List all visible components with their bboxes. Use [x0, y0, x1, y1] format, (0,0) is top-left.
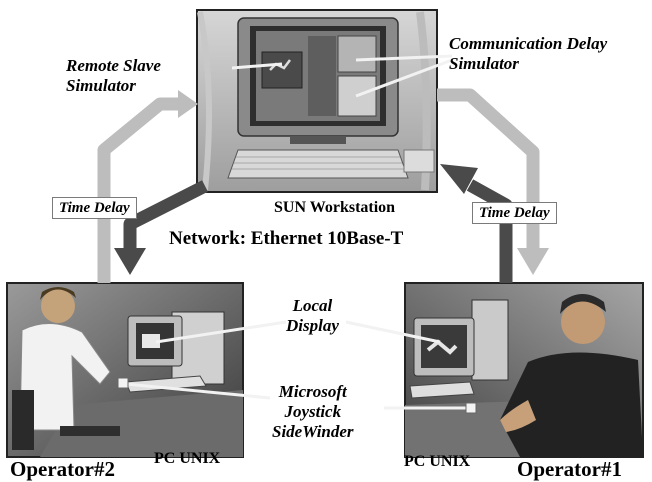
leader-comm-delay-1	[355, 54, 453, 62]
leader-lines	[125, 54, 470, 410]
right-downlink-arrowhead	[517, 248, 549, 275]
leader-local-display-right	[345, 320, 441, 344]
communication-delay-simulator-label: Communication Delay Simulator	[449, 34, 608, 73]
time-delay-right-box: Time Delay	[472, 202, 557, 224]
sun-workstation-photo	[196, 9, 438, 193]
left-downlink-arrowhead	[114, 248, 146, 275]
joystick-marker-right	[465, 402, 477, 414]
leader-joystick-left	[125, 382, 271, 400]
leader-local-display-left	[155, 320, 287, 344]
joystick-marker-left	[117, 377, 129, 389]
pc-unix-right-label: PC UNIX	[404, 453, 471, 470]
right-uplink-arrowhead	[440, 164, 478, 194]
joystick-label: Microsoft Joystick SideWinder	[272, 382, 354, 441]
leader-remote-slave	[231, 62, 283, 70]
pc-unix-left-label: PC UNIX	[154, 450, 221, 467]
leader-comm-delay-2	[355, 58, 453, 98]
remote-slave-simulator-label: Remote Slave Simulator	[66, 56, 161, 95]
right-uplink-arrow	[466, 179, 513, 283]
local-display-label: Local Display	[286, 296, 339, 335]
operator-1-photo	[404, 282, 644, 458]
operator-2-label: Operator#2	[10, 457, 115, 481]
operator-2-photo	[6, 282, 244, 458]
operator-1-label: Operator#1	[517, 457, 622, 481]
network-label: Network: Ethernet 10Base-T	[169, 228, 404, 249]
time-delay-left-box: Time Delay	[52, 197, 137, 219]
right-downlink-arrow	[437, 88, 540, 250]
left-downlink-arrow	[123, 180, 208, 250]
left-uplink-arrow	[97, 97, 185, 283]
left-uplink-arrowhead	[178, 90, 198, 118]
sun-workstation-label: SUN Workstation	[274, 199, 396, 216]
